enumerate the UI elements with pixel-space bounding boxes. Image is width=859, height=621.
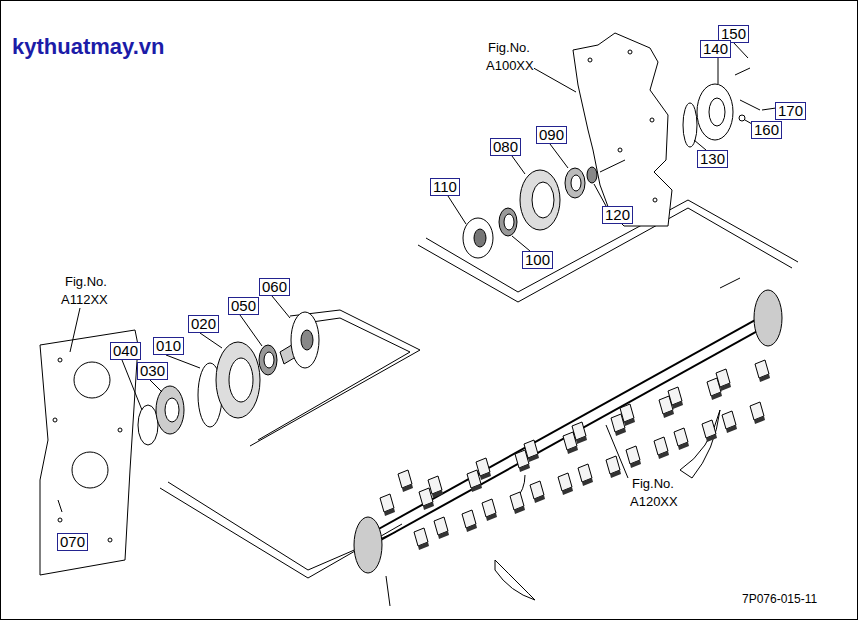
callout-number: 010 (153, 337, 184, 355)
callout-number: 110 (430, 178, 460, 196)
callout-number: 080 (490, 138, 521, 156)
figure-reference: Fig.No. (488, 40, 530, 55)
callout-number: 050 (228, 297, 259, 315)
figure-reference: A100XX (486, 58, 534, 73)
callout-number: 030 (137, 362, 168, 380)
callout-number: 070 (57, 533, 88, 551)
figure-reference: A120XX (630, 494, 678, 509)
callout-number: 060 (259, 278, 290, 296)
callout-number: 100 (522, 251, 553, 269)
callout-number: 090 (536, 126, 567, 144)
callout-number: 120 (602, 206, 633, 224)
figure-reference: A112XX (61, 292, 108, 307)
callout-number: 160 (751, 121, 782, 139)
watermark: kythuatmay.vn (12, 34, 164, 60)
callout-number: 020 (188, 315, 219, 333)
drawing-number: 7P076-015-11 (742, 592, 817, 606)
callout-number: 170 (775, 102, 806, 120)
callout-number: 130 (697, 150, 728, 168)
figure-reference: Fig.No. (65, 274, 107, 289)
callout-number: 040 (110, 342, 141, 360)
callout-number: 140 (700, 40, 731, 58)
figure-reference: Fig.No. (632, 476, 674, 491)
